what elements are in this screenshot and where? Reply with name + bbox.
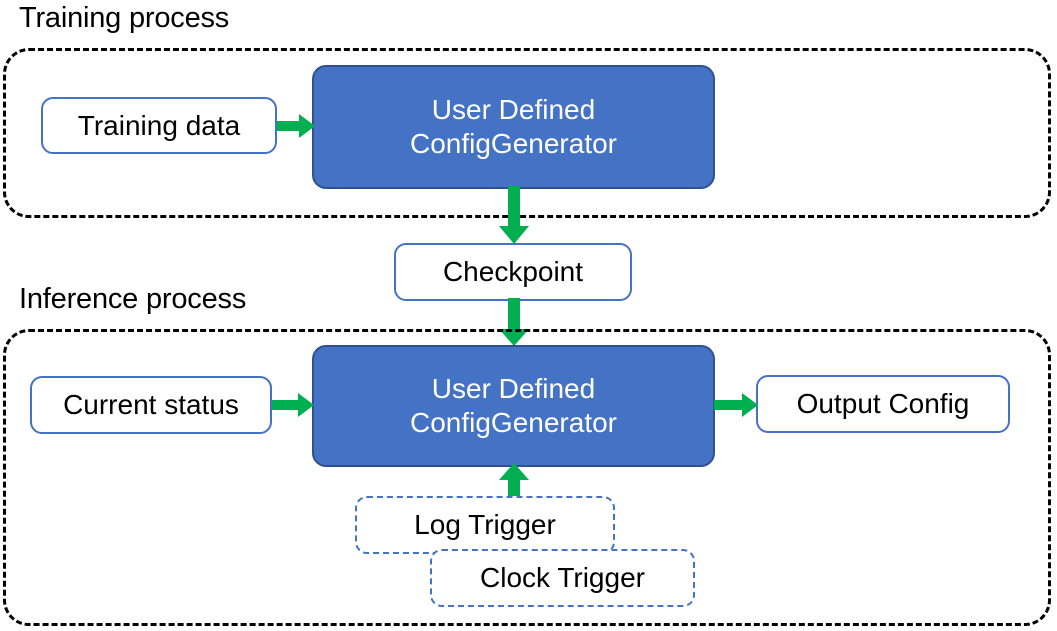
node-training-data[interactable]: Training data	[41, 97, 277, 154]
node-process-inference-line2: ConfigGenerator	[409, 407, 617, 438]
node-process-training-line2: ConfigGenerator	[409, 128, 617, 159]
node-clock-trigger[interactable]: Clock Trigger	[430, 549, 695, 607]
inference-process-container	[3, 329, 1051, 626]
node-log-trigger[interactable]: Log Trigger	[355, 496, 615, 554]
node-log-trigger-label: Log Trigger	[414, 509, 556, 540]
arrow-current-status-to-process	[272, 391, 316, 419]
node-user-defined-config-generator-training[interactable]: User Defined ConfigGenerator	[312, 65, 715, 189]
node-output-config-label: Output Config	[796, 388, 970, 419]
node-process-training-label: User Defined ConfigGenerator	[410, 93, 617, 161]
arrow-process-to-checkpoint	[497, 186, 531, 246]
arrow-process-to-output-config	[714, 391, 760, 419]
inference-process-title: Inference process	[19, 283, 247, 315]
arrow-checkpoint-to-process	[497, 298, 531, 348]
node-output-config[interactable]: Output Config	[756, 375, 1010, 433]
node-process-training-line1: User Defined	[431, 94, 596, 125]
node-current-status-label: Current status	[63, 389, 239, 420]
node-process-inference-label: User Defined ConfigGenerator	[410, 372, 617, 440]
node-checkpoint[interactable]: Checkpoint	[394, 243, 632, 301]
node-user-defined-config-generator-inference[interactable]: User Defined ConfigGenerator	[312, 345, 715, 467]
arrow-training-data-to-process	[277, 112, 317, 140]
node-process-inference-line1: User Defined	[431, 373, 596, 404]
arrow-trigger-to-process	[497, 463, 531, 503]
training-process-title: Training process	[19, 2, 230, 34]
node-current-status[interactable]: Current status	[30, 376, 272, 434]
node-clock-trigger-label: Clock Trigger	[480, 562, 645, 593]
node-checkpoint-label: Checkpoint	[442, 256, 584, 287]
node-training-data-label: Training data	[77, 109, 241, 141]
training-process-container	[3, 48, 1051, 218]
